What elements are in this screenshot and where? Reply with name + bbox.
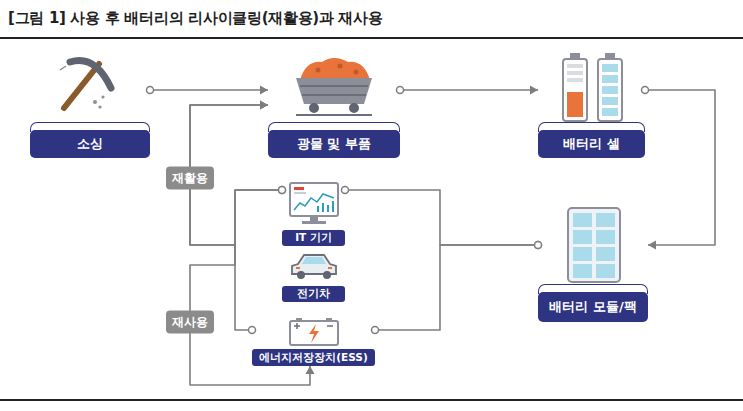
connector-line (345, 190, 538, 245)
flow-connector (642, 87, 716, 250)
battery-cell-icon (563, 53, 622, 121)
end-dot (535, 242, 542, 249)
node-label: 배터리 모듈/팩 (549, 298, 636, 316)
bottom-rule (0, 399, 743, 401)
label-pill: 배터리 셀 (538, 130, 645, 158)
end-dot (147, 87, 154, 94)
ess-battery-icon (290, 318, 338, 345)
arrow-head (260, 101, 268, 110)
end-dot (279, 187, 286, 194)
flow-node: 에너지저장장치(ESS) (252, 316, 375, 366)
end-dot (642, 87, 649, 94)
flow-node: 소싱 (30, 58, 150, 158)
label-pill: 배터리 모듈/팩 (538, 292, 648, 322)
car-icon (292, 255, 336, 279)
flow-node: 배터리 셀 (538, 58, 645, 158)
end-dot (279, 187, 286, 194)
flow-connector (372, 242, 542, 334)
connector-line (375, 245, 538, 330)
flow-node: 광물 및 부품 (268, 58, 400, 158)
mine-cart-icon (296, 58, 372, 115)
label-pill: 전기차 (282, 286, 345, 302)
arrow-head (306, 366, 315, 374)
flow-connector (397, 86, 539, 95)
connector-line (190, 105, 268, 330)
node-label: 배터리 셀 (563, 135, 620, 153)
node-label: 에너지저장장치(ESS) (259, 351, 367, 365)
edge-label: 재활용 (166, 167, 214, 190)
pickaxe-icon (60, 60, 111, 108)
battery-pack-icon (568, 208, 620, 282)
flow-node: 배터리 모듈/팩 (538, 205, 648, 322)
flow-connector (342, 187, 542, 249)
node-label: 전기차 (297, 287, 330, 301)
end-dot (535, 242, 542, 249)
connector-line (645, 90, 715, 245)
monitor-icon (290, 183, 338, 224)
end-dot (397, 87, 404, 94)
arrow-head (260, 101, 268, 110)
label-pill: IT 기기 (282, 230, 345, 246)
figure-title: [그림 1] 사용 후 배터리의 리사이클링(재활용)과 재사용 (8, 9, 383, 28)
top-rule (0, 37, 743, 39)
connector-line (150, 89, 268, 91)
label-pill: 에너지저장장치(ESS) (252, 349, 375, 366)
node-label: IT 기기 (295, 231, 332, 245)
end-dot (249, 327, 256, 334)
flow-node: 전기차 (282, 250, 345, 302)
edge-label: 재사용 (166, 311, 214, 334)
arrow-head (648, 241, 656, 250)
node-label: 소싱 (77, 135, 103, 153)
label-pill: 광물 및 부품 (268, 130, 400, 158)
end-dot (372, 327, 379, 334)
connector-line (400, 89, 538, 91)
node-label: 광물 및 부품 (297, 135, 371, 153)
arrow-head (260, 86, 268, 95)
flow-node: IT 기기 (282, 180, 345, 246)
arrow-head (530, 86, 538, 95)
label-pill: 소싱 (30, 130, 150, 158)
flow-connector (190, 101, 268, 334)
end-dot (342, 187, 349, 194)
flow-connector (147, 86, 269, 95)
